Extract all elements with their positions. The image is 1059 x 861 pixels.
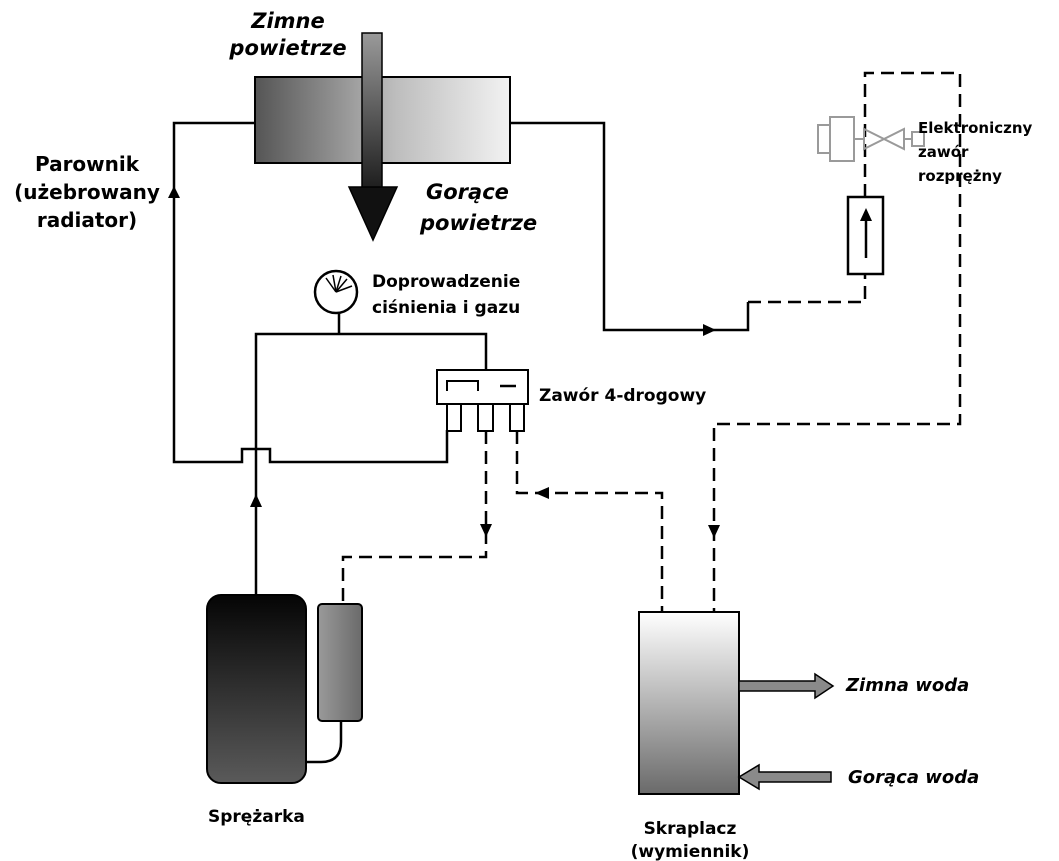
condenser-inlet-arrow xyxy=(708,525,720,538)
expansion-valve-icon xyxy=(817,116,925,162)
hot-water-arrow xyxy=(737,763,832,791)
evaporator-piping xyxy=(172,121,750,464)
four-way-valve xyxy=(436,369,529,432)
return-flow-arrow-down xyxy=(480,524,492,537)
four-way-valve-label: Zawór 4-drogowy xyxy=(539,386,707,406)
condenser-block xyxy=(638,611,740,795)
return-flow-arrow-left xyxy=(535,487,549,499)
condenser-label: Skraplacz (wymiennik) xyxy=(630,819,750,861)
expansion-valve-label: Elektroniczny zawór rozprężny xyxy=(918,119,1033,185)
check-valve xyxy=(846,195,885,276)
compressor-discharge-line xyxy=(254,332,488,596)
outlet-flow-arrow xyxy=(703,324,716,336)
air-flow-arrow xyxy=(347,32,399,242)
cold-air-label: Zimne powietrze xyxy=(229,9,347,60)
compressor-label: Sprężarka xyxy=(208,807,305,827)
dashed-refrigerant-lines xyxy=(341,71,962,612)
pressure-gas-label: Doprowadzenie ciśnienia i gazu xyxy=(372,272,521,318)
compressor xyxy=(206,594,363,784)
pressure-gauge xyxy=(313,269,359,334)
evaporator-flow-arrow xyxy=(168,186,180,198)
hot-air-label: Gorące powietrze xyxy=(420,180,538,235)
cold-water-arrow xyxy=(738,672,835,700)
evaporator-label: Parownik (użebrowany radiator) xyxy=(14,152,160,232)
discharge-flow-arrow xyxy=(250,494,262,507)
cold-water-label: Zimna woda xyxy=(846,675,970,696)
hot-water-label: Gorąca woda xyxy=(848,767,980,788)
